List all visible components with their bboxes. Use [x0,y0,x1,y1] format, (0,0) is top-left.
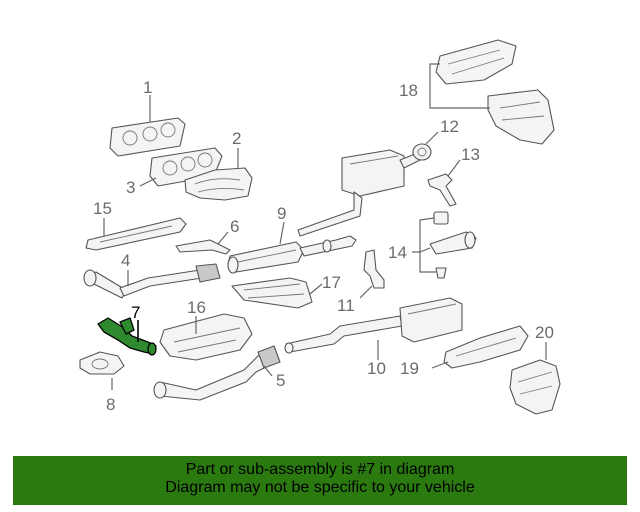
banner-line-2: Diagram may not be specific to your vehi… [165,479,475,496]
part-10-rear-muffler[interactable] [284,297,463,354]
part-9-resonator-pipe[interactable] [227,235,357,274]
part-17-heat-shield[interactable] [231,277,313,309]
callout-4[interactable]: 4 [121,251,130,270]
callout-12[interactable]: 12 [440,117,459,136]
callout-9[interactable]: 9 [277,204,286,223]
part-6-bracket[interactable] [175,239,231,255]
part-4-catalytic-converter[interactable] [83,263,221,299]
part-7-front-pipe-highlighted[interactable] [97,317,157,356]
part-14-bolt[interactable] [435,267,447,279]
callout-5[interactable]: 5 [276,371,285,390]
callout-18[interactable]: 18 [399,81,418,100]
part-info-banner: Part or sub-assembly is #7 in diagram Di… [13,456,627,505]
part-15-heat-shield[interactable] [85,217,187,251]
banner-line-1: Part or sub-assembly is #7 in diagram [185,461,455,478]
callout-15[interactable]: 15 [93,199,112,218]
part-8-gasket[interactable] [79,351,125,375]
callout-7[interactable]: 7 [131,303,140,322]
part-20-heat-shield[interactable] [509,359,561,415]
part-12-rubber-hanger[interactable] [412,143,432,161]
callout-17[interactable]: 17 [322,273,341,292]
part-1-manifold-gasket[interactable] [109,117,186,157]
part-14-tail-tip[interactable] [429,231,477,255]
callout-2[interactable]: 2 [232,129,241,148]
part-18-heat-shield-lower[interactable] [487,89,555,145]
part-14-clamp[interactable] [433,211,449,225]
part-19-heat-shield[interactable] [443,325,529,369]
callout-1[interactable]: 1 [143,78,152,97]
upper-muffler [297,149,425,237]
exhaust-parts-diagram: 1 2 3 15 6 4 9 [79,39,561,415]
callout-10[interactable]: 10 [367,359,386,378]
callout-8[interactable]: 8 [106,395,115,414]
part-18-heat-shield-upper[interactable] [435,39,517,85]
callout-19[interactable]: 19 [400,359,419,378]
part-13-bracket[interactable] [427,173,457,207]
callout-11[interactable]: 11 [337,296,355,315]
callout-16[interactable]: 16 [187,298,206,317]
callout-3[interactable]: 3 [126,178,135,197]
callout-6[interactable]: 6 [230,217,239,236]
part-5-catalytic-converter[interactable] [153,345,281,401]
callout-20[interactable]: 20 [535,323,554,342]
part-11-hanger[interactable] [363,249,385,289]
part-2-exhaust-manifold[interactable] [184,167,253,201]
callout-13[interactable]: 13 [461,145,480,164]
part-16-heat-shield[interactable] [159,313,253,361]
callout-14[interactable]: 14 [388,243,407,262]
